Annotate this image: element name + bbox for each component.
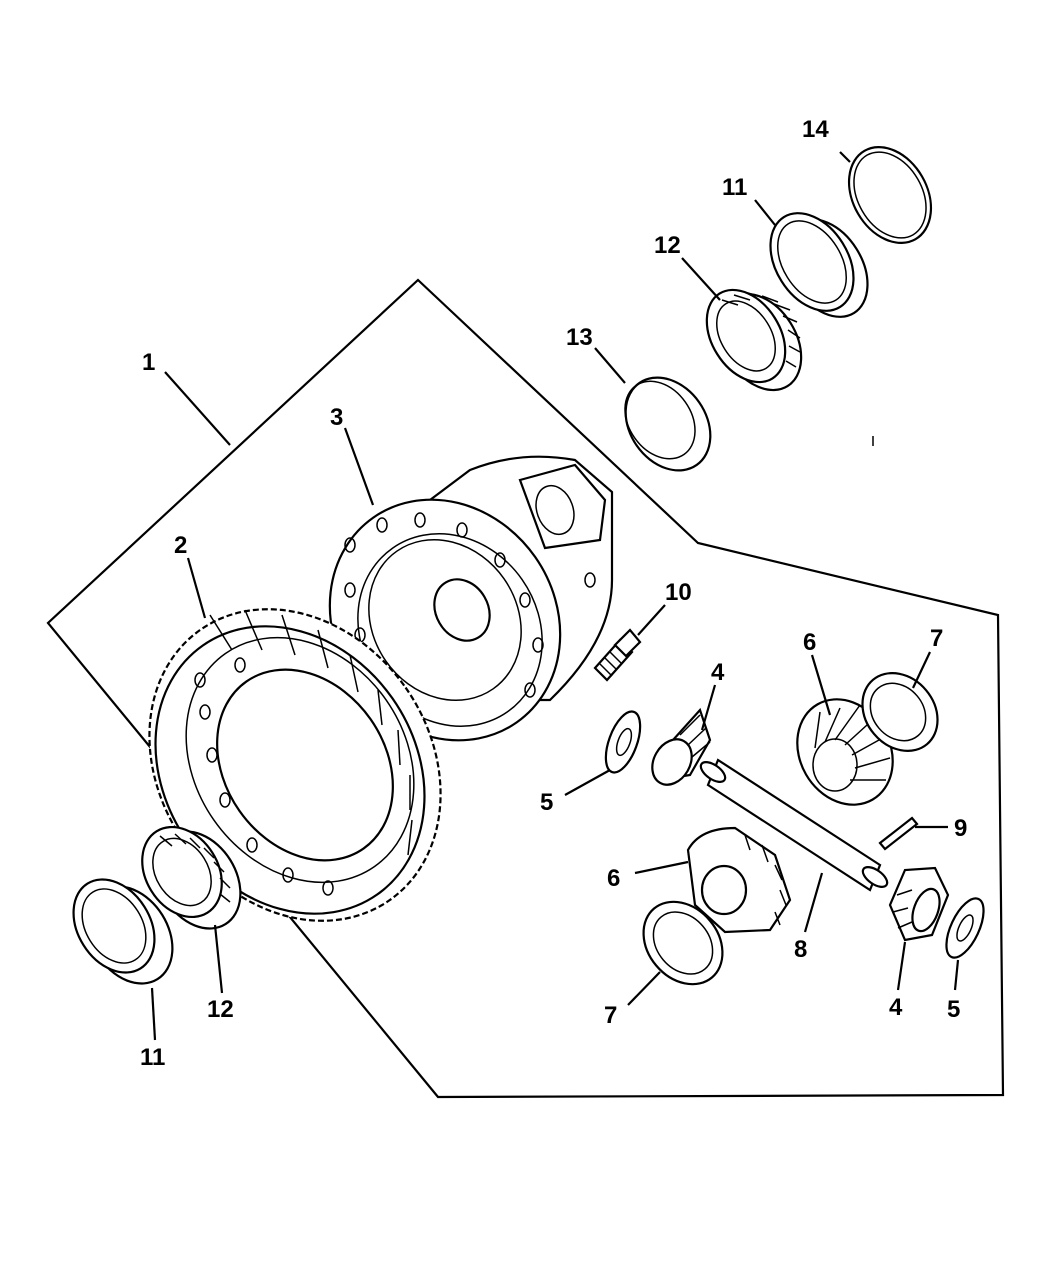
part-11-bearing-cup-lower (72, 878, 174, 985)
leader-4a (700, 684, 717, 731)
part-12-bearing-upper (705, 288, 803, 392)
part-14-snap-ring (847, 146, 933, 244)
callout-7-upper: 7 (930, 625, 943, 652)
part-9-roll-pin (878, 816, 919, 851)
leader-7b (627, 971, 661, 1006)
callout-8: 8 (794, 936, 807, 963)
part-13-ring (624, 376, 712, 472)
callout-10: 10 (665, 579, 692, 606)
leader-8 (803, 872, 824, 933)
leader-11b (150, 987, 157, 1041)
part-12-bearing-lower (141, 825, 242, 930)
part-7-washer-lower (642, 900, 724, 986)
leader-11a (839, 151, 851, 163)
leader-lines (150, 151, 960, 1041)
leader-12a (681, 257, 721, 301)
callout-4-upper: 4 (711, 659, 725, 686)
callout-3: 3 (330, 404, 343, 431)
leader-6a (810, 654, 832, 716)
part-6-side-gear-lower (686, 826, 792, 934)
callout-9: 9 (954, 815, 967, 842)
callout-14: 14 (802, 116, 829, 143)
callout-labels: 1 2 3 4 4 5 5 6 6 7 7 8 9 10 11 11 12 12… (140, 116, 967, 1071)
leader-1 (164, 371, 231, 446)
callout-5-lower: 5 (947, 996, 960, 1023)
part-5-washer-upper (604, 710, 642, 774)
part-10-bolt (593, 628, 642, 682)
leader-3 (343, 427, 375, 506)
leader-13 (594, 347, 626, 384)
part-4-pinion-gear-lower (888, 866, 950, 942)
part-11-bearing-cup-upper (769, 212, 869, 318)
callout-6-upper: 6 (803, 629, 816, 656)
part-2-ring-gear (148, 608, 442, 922)
callout-5-upper: 5 (540, 789, 553, 816)
callout-12-lower: 12 (207, 996, 234, 1023)
leader-12b (213, 924, 224, 994)
part-4-pinion-gear-upper (651, 707, 712, 786)
callout-2: 2 (174, 532, 187, 559)
callout-1: 1 (142, 349, 155, 376)
leader-5a (564, 769, 611, 796)
callout-11-lower: 11 (140, 1044, 165, 1071)
callout-7-lower: 7 (604, 1002, 617, 1029)
assembly-boundary (46, 278, 1005, 1099)
leader-2 (186, 557, 207, 619)
leader-6b (634, 860, 689, 875)
leader-4b (896, 941, 907, 991)
leader-5b (953, 959, 960, 991)
callout-12-upper: 12 (654, 232, 681, 259)
part-8-pinion-shaft (699, 758, 889, 892)
leader-11a2 (754, 199, 776, 226)
callout-13: 13 (566, 324, 593, 351)
part-7-washer-upper (861, 672, 939, 752)
callout-6-lower: 6 (607, 865, 620, 892)
leader-10 (637, 604, 666, 636)
callout-11-upper: 11 (722, 174, 747, 201)
callout-4-lower: 4 (889, 994, 903, 1021)
leader-7a (912, 651, 931, 689)
part-5-washer-lower (945, 897, 985, 959)
